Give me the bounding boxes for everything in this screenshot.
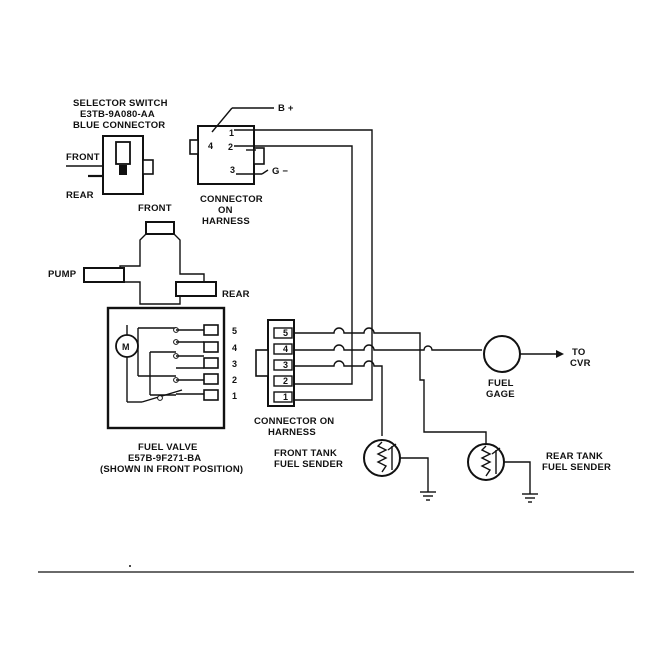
valve-front-port [145,221,175,235]
fuel-valve-label: FUEL VALVE [138,442,198,453]
valve-rear-label: REAR [222,289,250,300]
b-plus-label: B + [278,103,294,114]
harness-connector-label-harness: HARNESS [268,427,316,438]
fuel-valve: FRONT PUMP REAR M [48,203,250,475]
upper-pin-4: 4 [208,141,213,151]
valve-pump-port [83,267,125,283]
valve-rear-port [175,281,217,297]
valve-motor-symbol: M [122,342,130,352]
to-cvr-label: TO [572,347,585,358]
upper-harness-connector: 1 2 3 4 B + G − CONNECTOR ON HARNESS [189,103,294,227]
valve-pin-5: 5 [232,326,237,336]
rear-sender-resistor-icon [480,445,492,477]
selector-switch-part-number: E3TB-9A080-AA [80,109,155,120]
harness-connector-label: CONNECTOR ON [254,416,334,427]
fuel-gage-label-gage: GAGE [486,389,515,400]
fuel-gage-symbol [483,335,521,373]
front-sender-label-sender: FUEL SENDER [274,459,343,470]
upper-connector-body [197,125,255,185]
wiring [234,129,564,444]
valve-pump-label: PUMP [48,269,77,280]
upper-connector-label-harness: HARNESS [202,216,250,227]
fuel-valve-part-number: E57B-9F271-BA [128,453,201,464]
selector-switch-title: SELECTOR SWITCH [73,98,168,109]
harness-pin-5: 5 [283,328,288,338]
harness-pin-1: 1 [283,392,288,402]
upper-pin-1: 1 [229,128,234,138]
valve-pin-2: 2 [232,375,237,385]
valve-pin-1: 1 [232,391,237,401]
selector-toggle [115,141,131,165]
upper-connector-label-on: ON [218,205,233,216]
selector-rear-label: REAR [66,190,94,201]
selector-switch-connector-color: BLUE CONNECTOR [73,120,165,131]
to-cvr-label-cvr: CVR [570,358,591,369]
rear-sender-label-sender: FUEL SENDER [542,462,611,473]
rear-tank-fuel-sender: REAR TANK FUEL SENDER [467,443,611,503]
valve-pin-3: 3 [232,359,237,369]
front-sender-label: FRONT TANK [274,448,337,459]
ground-label: G − [272,166,288,177]
front-tank-fuel-sender: FRONT TANK FUEL SENDER [274,439,436,501]
fuel-gage-label: FUEL [488,378,514,389]
harness-connector-5pin: 5 4 3 2 1 CONNECTOR ON HARNESS [254,319,334,438]
fuel-gage: FUEL GAGE TO CVR [483,335,591,400]
fuel-valve-position-note: (SHOWN IN FRONT POSITION) [100,464,243,475]
selector-front-label: FRONT [66,152,100,163]
valve-front-label: FRONT [138,203,172,214]
front-sender-resistor-icon [376,441,388,473]
valve-pin-4: 4 [232,343,237,353]
upper-pin-2: 2 [228,142,233,152]
upper-pin-3: 3 [230,165,235,175]
harness-pin-4: 4 [283,344,288,354]
harness-pin-3: 3 [283,360,288,370]
valve-terminal-block [203,324,219,401]
selector-switch: SELECTOR SWITCH E3TB-9A080-AA BLUE CONNE… [66,98,168,201]
valve-body-housing [119,221,205,305]
harness-pin-2: 2 [283,376,288,386]
upper-connector-label: CONNECTOR [200,194,263,205]
rear-sender-label: REAR TANK [546,451,603,462]
